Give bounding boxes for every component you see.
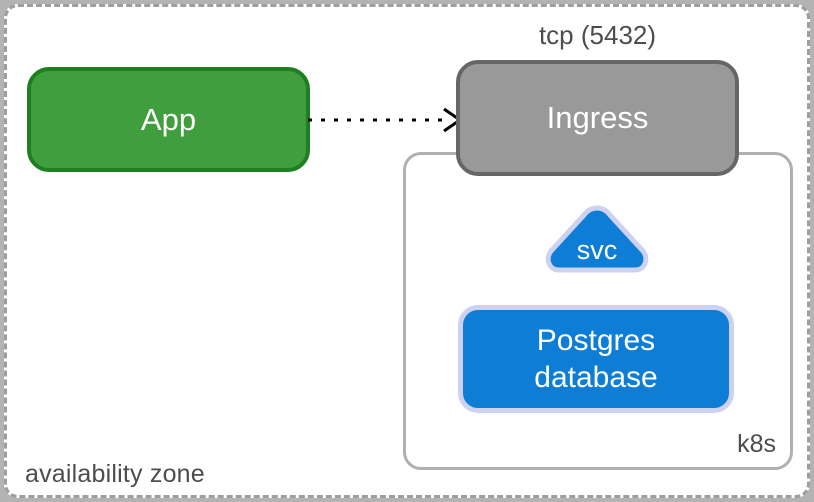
svc-triangle-icon bbox=[545, 205, 649, 273]
node-postgres-label-line2: database bbox=[534, 361, 658, 394]
node-postgres-database[interactable]: Postgres database bbox=[458, 305, 734, 413]
k8s-zone-label: k8s bbox=[737, 430, 776, 458]
node-ingress-label: Ingress bbox=[546, 100, 649, 135]
node-svc-label: svc bbox=[576, 235, 618, 265]
availability-zone-label: availability zone bbox=[25, 460, 205, 488]
node-postgres-label-line1: Postgres bbox=[536, 323, 656, 357]
edge-label-tcp-port: tcp (5432) bbox=[538, 20, 657, 50]
node-app-label: App bbox=[140, 101, 197, 137]
node-app[interactable]: App bbox=[27, 67, 310, 172]
node-ingress[interactable]: Ingress bbox=[456, 60, 739, 176]
node-svc[interactable]: svc bbox=[539, 203, 655, 275]
